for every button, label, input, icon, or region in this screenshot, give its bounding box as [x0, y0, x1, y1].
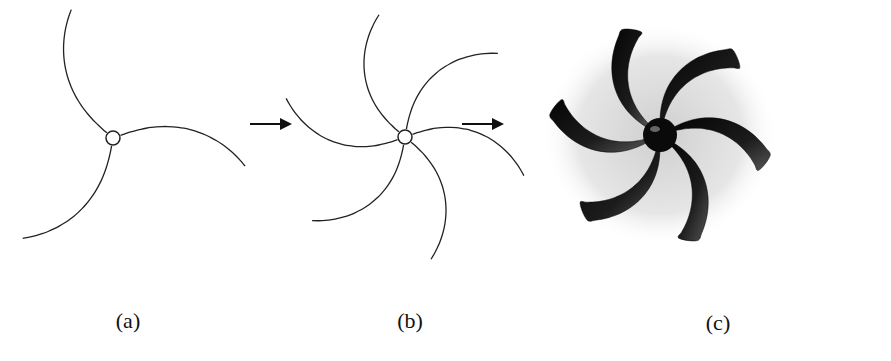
panel-label: (a): [116, 310, 140, 332]
hub-circle: [398, 130, 412, 144]
blade-curve: [121, 127, 246, 167]
blade-curve: [23, 146, 112, 238]
impeller-shroud: [542, 23, 778, 247]
panel-label: (b): [397, 310, 423, 332]
impeller-hub: [643, 118, 677, 152]
step-arrow: [250, 118, 504, 130]
blade-curve: [364, 15, 399, 132]
impeller-blade: [612, 29, 650, 128]
impeller-blade: [670, 142, 708, 241]
six-blade-sketch: [286, 15, 524, 260]
panel-label: (c): [706, 312, 730, 334]
impeller-photo: [542, 23, 778, 247]
blade-curve: [64, 10, 107, 133]
blade-curve: [411, 142, 446, 259]
hub-highlight: [650, 126, 660, 132]
blade-curve: [406, 53, 498, 129]
hub-circle: [106, 131, 120, 145]
impeller-blade: [550, 99, 648, 152]
blade-curve: [312, 145, 404, 221]
blade-curve: [413, 127, 524, 175]
blade-curve: [286, 98, 397, 146]
impeller-blade: [580, 149, 660, 222]
impeller-blade: [660, 49, 740, 122]
three-blade-sketch: [23, 10, 245, 239]
